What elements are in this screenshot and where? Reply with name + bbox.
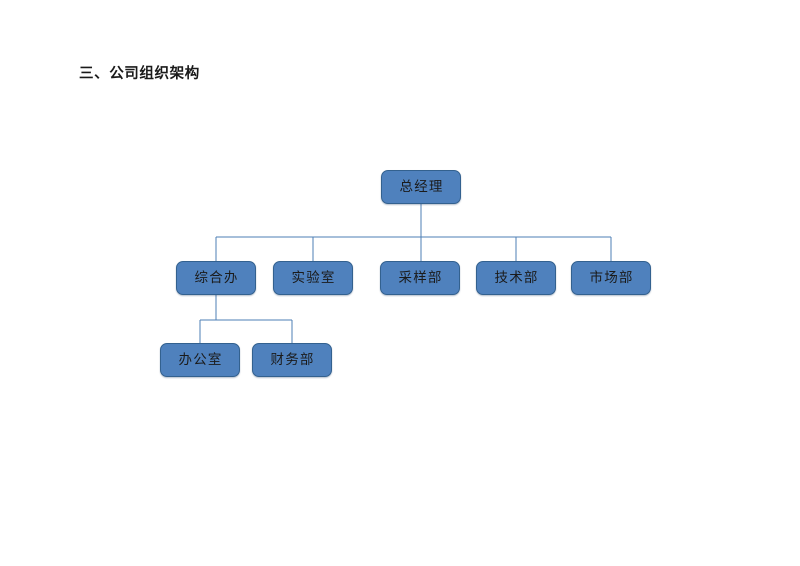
org-node-label: 实验室 xyxy=(291,270,336,286)
org-node-zongheban[interactable]: 综合办 xyxy=(176,261,256,295)
org-node-zongjingli[interactable]: 总经理 xyxy=(381,170,461,204)
section-heading: 三、公司组织架构 xyxy=(79,66,200,82)
org-node-label: 办公室 xyxy=(178,352,223,368)
org-node-jishubu[interactable]: 技术部 xyxy=(476,261,556,295)
org-node-caiwubu[interactable]: 财务部 xyxy=(252,343,332,377)
org-node-label: 综合办 xyxy=(194,270,239,286)
org-node-label: 技术部 xyxy=(494,270,539,286)
org-node-shichangbu[interactable]: 市场部 xyxy=(571,261,651,295)
org-node-label: 财务部 xyxy=(270,352,315,368)
org-node-caiyangbu[interactable]: 采样部 xyxy=(380,261,460,295)
org-node-label: 总经理 xyxy=(399,179,444,195)
org-node-label: 市场部 xyxy=(589,270,634,286)
org-node-label: 采样部 xyxy=(398,270,443,286)
org-node-shiyanshi[interactable]: 实验室 xyxy=(273,261,353,295)
org-node-bangongshi[interactable]: 办公室 xyxy=(160,343,240,377)
